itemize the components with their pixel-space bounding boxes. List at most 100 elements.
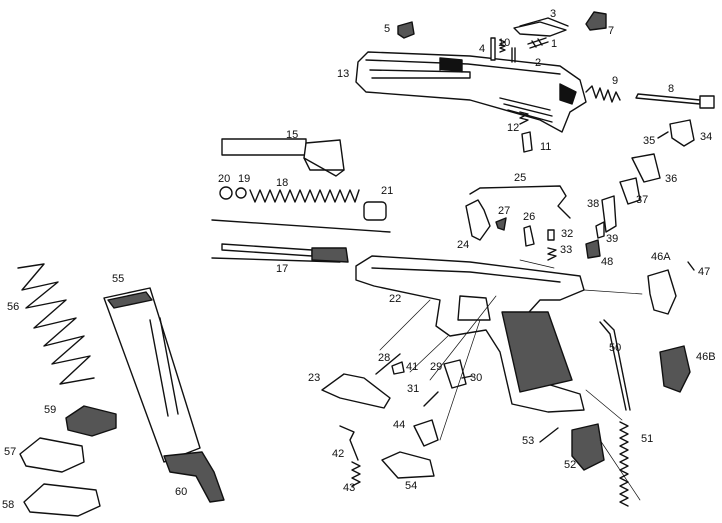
part-39-part [595, 221, 605, 239]
part-33-spring [547, 247, 557, 261]
label-52: 52 [564, 459, 577, 471]
part-56-magazine-spring [17, 263, 95, 385]
label-15: 15 [286, 129, 299, 141]
label-60: 60 [175, 486, 188, 498]
label-54: 54 [405, 480, 418, 492]
label-7: 7 [608, 25, 615, 37]
part-11-plunger [521, 131, 533, 153]
part-57-floorplate [19, 437, 85, 473]
part-41-part [391, 361, 405, 375]
part-52-part [571, 423, 605, 471]
label-46a: 46A [651, 251, 671, 263]
part-43-spring [351, 461, 361, 487]
label-11: 11 [540, 141, 552, 153]
label-17: 17 [276, 263, 289, 275]
label-22: 22 [389, 293, 402, 305]
part-32-pin [547, 229, 555, 241]
label-58: 58 [2, 499, 15, 511]
label-4: 4 [479, 43, 486, 55]
label-5: 5 [384, 23, 391, 35]
part-5-firing-pin-block [397, 21, 415, 39]
part-9-spring [585, 85, 621, 103]
label-53: 53 [522, 435, 535, 447]
part-7-front-sight [585, 11, 607, 31]
part-12-spring [519, 111, 529, 125]
grip-marking: USP [540, 389, 555, 396]
label-32: 32 [561, 228, 574, 240]
label-10: 10 [498, 37, 511, 49]
label-38: 38 [587, 198, 600, 210]
part-35-pin [657, 131, 669, 139]
part-48-part [585, 239, 601, 259]
part-55-magazine [103, 287, 201, 463]
label-27: 27 [498, 205, 511, 217]
part-25-spring [469, 185, 571, 219]
part-36-part [631, 153, 661, 183]
label-55: 55 [112, 273, 125, 285]
label-12: 12 [507, 122, 520, 134]
part-60-part [163, 451, 225, 503]
label-56: 56 [7, 301, 20, 313]
part-20-ring [219, 186, 233, 200]
label-9: 9 [612, 75, 619, 87]
label-46b: 46B [696, 351, 716, 363]
part-59-follower [65, 405, 117, 437]
part-18-recoil-spring [249, 189, 360, 203]
part-29-part [443, 359, 467, 389]
part-21-cap [363, 201, 387, 221]
label-19: 19 [238, 173, 251, 185]
part-50-lever [599, 319, 631, 411]
label-44: 44 [393, 419, 406, 431]
part-42-pin [339, 425, 359, 461]
part-23-slide-release [321, 373, 391, 409]
part-31-pin [423, 391, 439, 407]
part-27-part [495, 217, 507, 231]
part-3-rear-sight [513, 17, 569, 37]
part-51-spring [619, 421, 629, 507]
part-53-screw [539, 427, 559, 443]
part-15-barrel [221, 138, 345, 177]
label-31: 31 [407, 383, 420, 395]
label-36: 36 [665, 173, 678, 185]
part-37-part [619, 177, 641, 205]
label-48: 48 [601, 256, 614, 268]
label-39: 39 [606, 233, 619, 245]
part-10-spring [499, 39, 506, 53]
part-8-firing-pin [635, 93, 715, 109]
label-51: 51 [641, 433, 654, 445]
label-18: 18 [276, 177, 289, 189]
part-22-frame: USP [355, 255, 585, 413]
part-44-part [413, 419, 439, 447]
label-41: 41 [406, 361, 419, 373]
label-33: 33 [560, 244, 573, 256]
part-46b-hammer [659, 345, 691, 393]
label-1: 1 [551, 38, 558, 50]
part-47-pin [687, 261, 695, 271]
label-21: 21 [381, 185, 394, 197]
label-3: 3 [550, 8, 557, 20]
part-54-part [381, 451, 435, 479]
part-2-pin [511, 47, 516, 63]
label-43: 43 [343, 482, 356, 494]
label-34: 34 [700, 131, 713, 143]
part-19-ring [235, 187, 247, 199]
label-25: 25 [514, 172, 527, 184]
label-29: 29 [430, 361, 443, 373]
label-35: 35 [643, 135, 656, 147]
part-46a-hammer [647, 269, 677, 315]
label-24: 24 [457, 239, 470, 251]
part-58-magazine-base [23, 483, 101, 517]
label-47: 47 [698, 266, 711, 278]
label-57: 57 [4, 446, 17, 458]
label-20: 20 [218, 173, 231, 185]
label-50: 50 [609, 342, 622, 354]
part-26-part [523, 225, 535, 247]
part-4-pin [490, 37, 496, 61]
part-34-part [669, 119, 695, 147]
part-13-slide [355, 51, 587, 133]
label-59: 59 [44, 404, 57, 416]
part-1-extractor-plunger [527, 37, 549, 49]
label-13: 13 [337, 68, 350, 80]
label-26: 26 [523, 211, 536, 223]
